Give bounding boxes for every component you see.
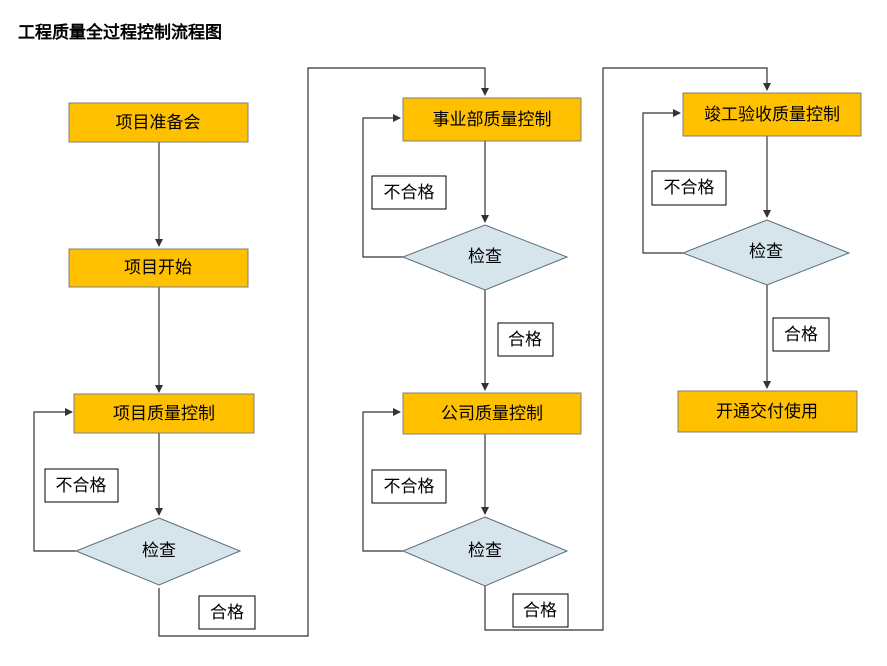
- label-fail-2-text: 不合格: [384, 183, 435, 203]
- connector-check1-pass-to-dept: [158, 67, 489, 637]
- process-dept-qc: 事业部质量控制: [402, 97, 582, 142]
- label-fail-3-text: 不合格: [384, 477, 435, 497]
- page-title: 工程质量全过程控制流程图: [18, 23, 222, 43]
- label-pass-4: 合格: [772, 317, 830, 352]
- connectors: [33, 67, 771, 637]
- connector-check2-fail-loop: [362, 114, 403, 258]
- decision-check-1-label: 检查: [142, 541, 176, 561]
- process-project-start-label: 项目开始: [124, 258, 192, 278]
- process-project-start: 项目开始: [68, 248, 249, 288]
- label-fail-3: 不合格: [371, 469, 447, 504]
- decision-check-3: 检查: [401, 516, 569, 587]
- connector-check3-fail-loop: [362, 408, 403, 552]
- label-fail-2: 不合格: [371, 175, 447, 210]
- label-pass-1: 合格: [198, 595, 256, 630]
- process-company-qc: 公司质量控制: [402, 392, 582, 435]
- connector-check3-pass-to-completion: [484, 67, 771, 631]
- process-completion-qc-label: 竣工验收质量控制: [704, 105, 840, 125]
- decision-check-4-label: 检查: [749, 242, 783, 262]
- process-handover: 开通交付使用: [677, 390, 858, 433]
- label-pass-3: 合格: [512, 593, 569, 628]
- process-prep-meeting-label: 项目准备会: [116, 113, 201, 133]
- process-company-qc-label: 公司质量控制: [441, 404, 543, 424]
- decision-check-2: 检查: [401, 224, 569, 291]
- label-fail-4-text: 不合格: [664, 178, 715, 198]
- label-pass-3-text: 合格: [523, 601, 557, 621]
- decision-check-1: 检查: [74, 517, 242, 586]
- process-prep-meeting: 项目准备会: [68, 102, 249, 143]
- process-handover-label: 开通交付使用: [716, 401, 818, 422]
- decision-check-2-label: 检查: [468, 247, 502, 267]
- connector-check1-fail-loop: [33, 408, 76, 552]
- process-completion-qc: 竣工验收质量控制: [682, 92, 862, 137]
- process-dept-qc-label: 事业部质量控制: [433, 110, 552, 130]
- label-pass-2-text: 合格: [508, 330, 542, 350]
- label-fail-1-text: 不合格: [56, 476, 107, 496]
- decision-check-4: 检查: [681, 219, 851, 286]
- process-project-qc-label: 项目质量控制: [113, 404, 215, 424]
- label-pass-2: 合格: [497, 322, 554, 357]
- process-project-qc: 项目质量控制: [73, 393, 255, 434]
- label-pass-4-text: 合格: [784, 325, 818, 345]
- label-pass-1-text: 合格: [210, 603, 244, 623]
- connector-check4-fail-loop: [642, 109, 683, 254]
- decision-check-3-label: 检查: [468, 541, 502, 561]
- label-fail-4: 不合格: [651, 170, 727, 206]
- label-fail-1: 不合格: [44, 468, 119, 503]
